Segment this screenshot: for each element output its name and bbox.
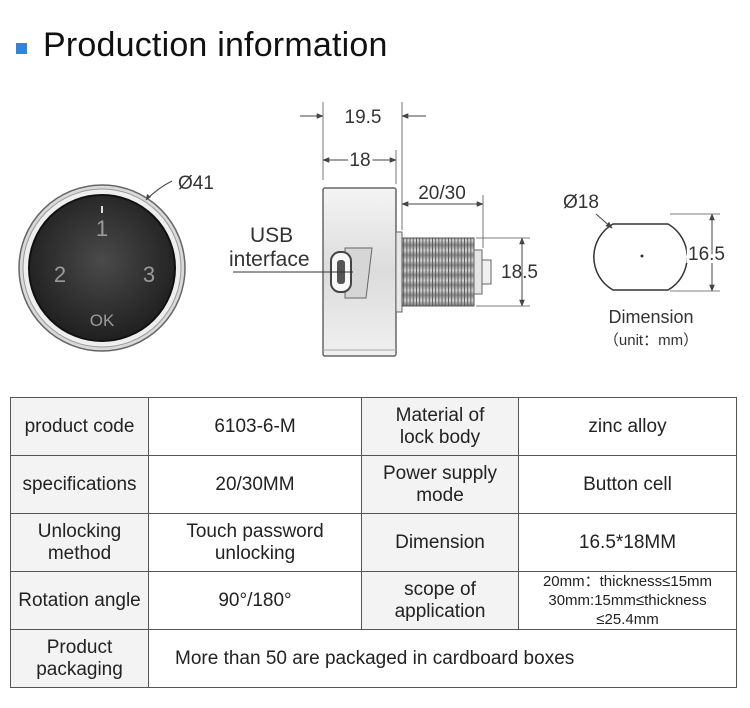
usb-label-line2: interface bbox=[229, 248, 310, 271]
diameter-41-label: Ø41 bbox=[178, 173, 214, 194]
table-row: specifications 20/30MM Power supply mode… bbox=[10, 455, 737, 514]
title-bar: Production information bbox=[16, 26, 388, 65]
table-row: Unlocking method Touch password unlockin… bbox=[10, 513, 737, 572]
unlocking-method-key: Unlocking method bbox=[10, 513, 149, 572]
material-key: Material of lock body bbox=[361, 397, 519, 456]
spec-table: product code 6103-6-M Material of lock b… bbox=[10, 397, 737, 688]
key-2-label: 2 bbox=[54, 262, 66, 287]
dimension-value: 16.5*18MM bbox=[518, 513, 737, 572]
key-ok-label: OK bbox=[90, 311, 115, 330]
diameter-18-label: Ø18 bbox=[563, 192, 599, 213]
specifications-value: 20/30MM bbox=[148, 455, 362, 514]
dim-18-label: 18 bbox=[349, 150, 370, 171]
unlocking-method-value: Touch password unlocking bbox=[148, 513, 362, 572]
dim-16-5-label: 16.5 bbox=[688, 244, 725, 265]
table-row: product code 6103-6-M Material of lock b… bbox=[10, 397, 737, 456]
table-row: Product packaging More than 50 are packa… bbox=[10, 629, 737, 688]
packaging-key: Product packaging bbox=[10, 629, 149, 688]
technical-drawing: 1 2 3 OK Ø41 USB interface 19.5 18 20/30… bbox=[18, 102, 728, 357]
dim-19-5-label: 19.5 bbox=[345, 107, 382, 128]
packaging-value: More than 50 are packaged in cardboard b… bbox=[148, 629, 737, 688]
page-title: Production information bbox=[43, 26, 388, 64]
unit-caption: （unit：mm） bbox=[604, 332, 698, 349]
scope-value: 20mm：thickness≤15mm 30mm:15mm≤thickness … bbox=[518, 571, 737, 630]
material-value: zinc alloy bbox=[518, 397, 737, 456]
lock-side-view bbox=[322, 187, 492, 357]
usb-label-line1: USB bbox=[250, 224, 293, 247]
cross-section-view bbox=[593, 223, 688, 291]
scope-key: scope of application bbox=[361, 571, 519, 630]
rotation-angle-key: Rotation angle bbox=[10, 571, 149, 630]
dim-20-30-label: 20/30 bbox=[418, 183, 466, 204]
key-3-label: 3 bbox=[143, 262, 155, 287]
title-bullet-icon bbox=[16, 43, 27, 54]
power-supply-key: Power supply mode bbox=[361, 455, 519, 514]
rotation-angle-value: 90°/180° bbox=[148, 571, 362, 630]
dimension-caption: Dimension bbox=[608, 307, 693, 327]
product-code-key: product code bbox=[10, 397, 149, 456]
dim-18-5-label: 18.5 bbox=[501, 262, 538, 283]
power-supply-value: Button cell bbox=[518, 455, 737, 514]
dimension-key: Dimension bbox=[361, 513, 519, 572]
key-1-label: 1 bbox=[96, 216, 108, 241]
specifications-key: specifications bbox=[10, 455, 149, 514]
keypad-front-view: 1 2 3 OK bbox=[18, 184, 186, 352]
product-code-value: 6103-6-M bbox=[148, 397, 362, 456]
table-row: Rotation angle 90°/180° scope of applica… bbox=[10, 571, 737, 630]
